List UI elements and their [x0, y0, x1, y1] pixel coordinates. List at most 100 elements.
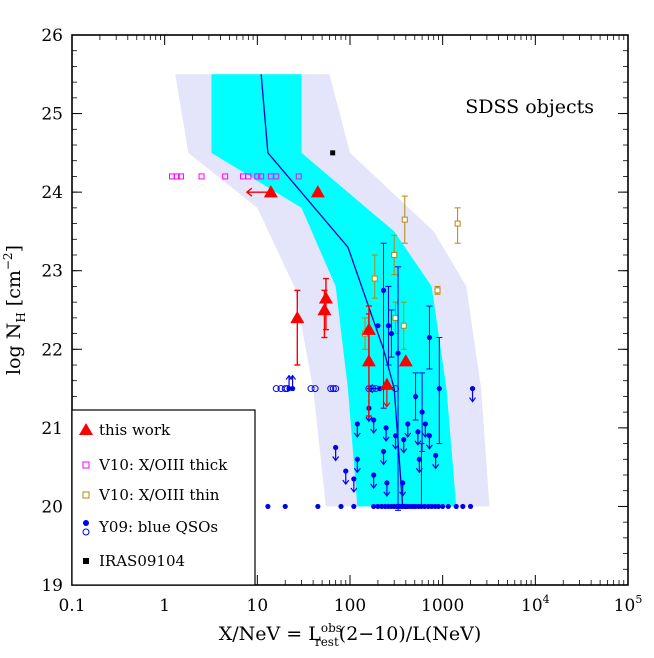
y09-filled-point: [440, 503, 446, 510]
legend-marker-open-square: [82, 491, 90, 499]
y-tick-label: 25: [41, 105, 63, 125]
x-tick-label: 104: [521, 593, 550, 616]
x-tick-label: 0.1: [58, 596, 85, 616]
y09-open-point: [329, 385, 337, 393]
y09-filled-point: [422, 503, 428, 510]
v10-thick-point: [295, 173, 302, 180]
y09-open-point: [311, 385, 319, 393]
y09-filled-point: [445, 503, 451, 510]
x-tick-label-sup: 4: [543, 593, 550, 606]
y09-open-point: [307, 385, 315, 393]
y09-filled-point: [416, 456, 422, 462]
v10-thin-point: [400, 322, 407, 329]
legend-label: IRAS09104: [99, 552, 185, 570]
y09-filled-point: [384, 480, 390, 486]
legend-marker-filled-square: [83, 558, 89, 564]
this-work-point: [379, 377, 394, 390]
this-work-point: [318, 291, 333, 304]
median-line: [260, 74, 404, 507]
v10-thick-point: [173, 173, 180, 180]
y-axis-label: log NH[cm−2]: [1, 245, 28, 375]
legend-label: V10: X/OIII thin: [98, 486, 220, 504]
y09-open-point: [327, 385, 335, 393]
y09-open-point: [332, 385, 340, 393]
y09-filled-point: [380, 287, 387, 293]
legend-box: [71, 409, 256, 586]
upper-limit-arrowhead: [399, 491, 407, 497]
y09-filled-point: [343, 468, 349, 474]
x-tick-label: 105: [614, 593, 643, 616]
y09-filled-point: [469, 385, 476, 392]
v10-thick-point: [198, 173, 205, 180]
y09-filled-point: [436, 385, 442, 392]
y09-filled-point: [371, 417, 377, 423]
y09-filled-point: [375, 503, 381, 510]
y09-filled-point: [380, 448, 387, 455]
legend-label: this work: [99, 421, 171, 439]
y09-filled-point: [371, 472, 377, 478]
y09-filled-point: [282, 503, 288, 510]
y-tick-label: 24: [41, 183, 63, 203]
y-axis-label-unit: [cm: [3, 270, 25, 306]
upper-limit-arrowhead: [370, 428, 378, 434]
y09-filled-point: [383, 425, 389, 431]
v10-thin-point: [371, 275, 378, 282]
this-work-point: [290, 310, 305, 324]
y-tick-label: 20: [41, 497, 63, 517]
y09-filled-point: [392, 433, 399, 439]
y-axis-label-sub: H: [14, 312, 28, 322]
upper-limit-arrowhead: [353, 432, 361, 438]
y09-filled-point: [338, 503, 344, 510]
median-line-layer: [260, 74, 404, 507]
v10-thin-point: [392, 314, 399, 321]
this-work-point: [361, 322, 376, 335]
legend-marker-open-circle: [82, 528, 90, 536]
legend-marker-open-square: [82, 461, 90, 469]
upper-limit-arrowhead: [383, 402, 391, 408]
v10-thin-point: [401, 216, 408, 223]
upper-limit-arrowhead: [404, 432, 412, 438]
legend-marker-filled-circle: [83, 520, 89, 526]
y09-filled-point: [400, 480, 406, 486]
v10-thick-point: [273, 173, 280, 180]
y09-filled-point: [426, 433, 433, 439]
annotation-label: SDSS objects: [465, 96, 594, 118]
upper-limit-arrowhead: [432, 463, 440, 470]
upper-limit-arrowhead: [425, 444, 433, 450]
v10-thick-point: [222, 173, 229, 180]
y09-filled-point: [426, 334, 433, 341]
y09-filled-point: [289, 385, 296, 392]
y09-filled-point: [354, 421, 360, 427]
x-axis-label-tail: (2−10)/L(NeV): [339, 623, 481, 645]
data-point-layer: [169, 150, 477, 511]
iras09104-point: [330, 150, 336, 156]
y09-filled-point: [460, 503, 466, 510]
x-tick-label: 1: [159, 596, 170, 616]
y09-filled-point: [412, 393, 419, 400]
y-tick-label: 19: [41, 576, 63, 596]
upper-limit-arrowhead: [342, 479, 350, 486]
y09-open-point: [272, 385, 280, 393]
upper-limit-arrowhead: [353, 467, 361, 474]
upper-limit-arrowhead: [469, 397, 477, 403]
upper-limit-arrowhead: [392, 444, 400, 450]
y-tick-label: 26: [41, 26, 63, 46]
v10-thick-point: [254, 173, 261, 180]
y09-filled-point: [385, 323, 392, 329]
x-axis-label-sub: rest: [315, 635, 339, 649]
legend-marker-triangle: [79, 423, 93, 435]
y-tick-label: 23: [41, 262, 63, 282]
y09-filled-point: [419, 409, 425, 415]
upper-limit-arrowhead: [400, 448, 408, 454]
v10-thick-point: [177, 173, 184, 180]
upper-limit-arrowhead: [370, 483, 378, 489]
upper-limit-arrowhead: [245, 187, 253, 197]
upper-limit-arrowhead: [365, 416, 373, 423]
y09-filled-point: [265, 503, 271, 510]
y09-filled-point: [435, 503, 442, 510]
y09-filled-point: [422, 421, 428, 427]
y09-filled-point: [388, 330, 395, 337]
